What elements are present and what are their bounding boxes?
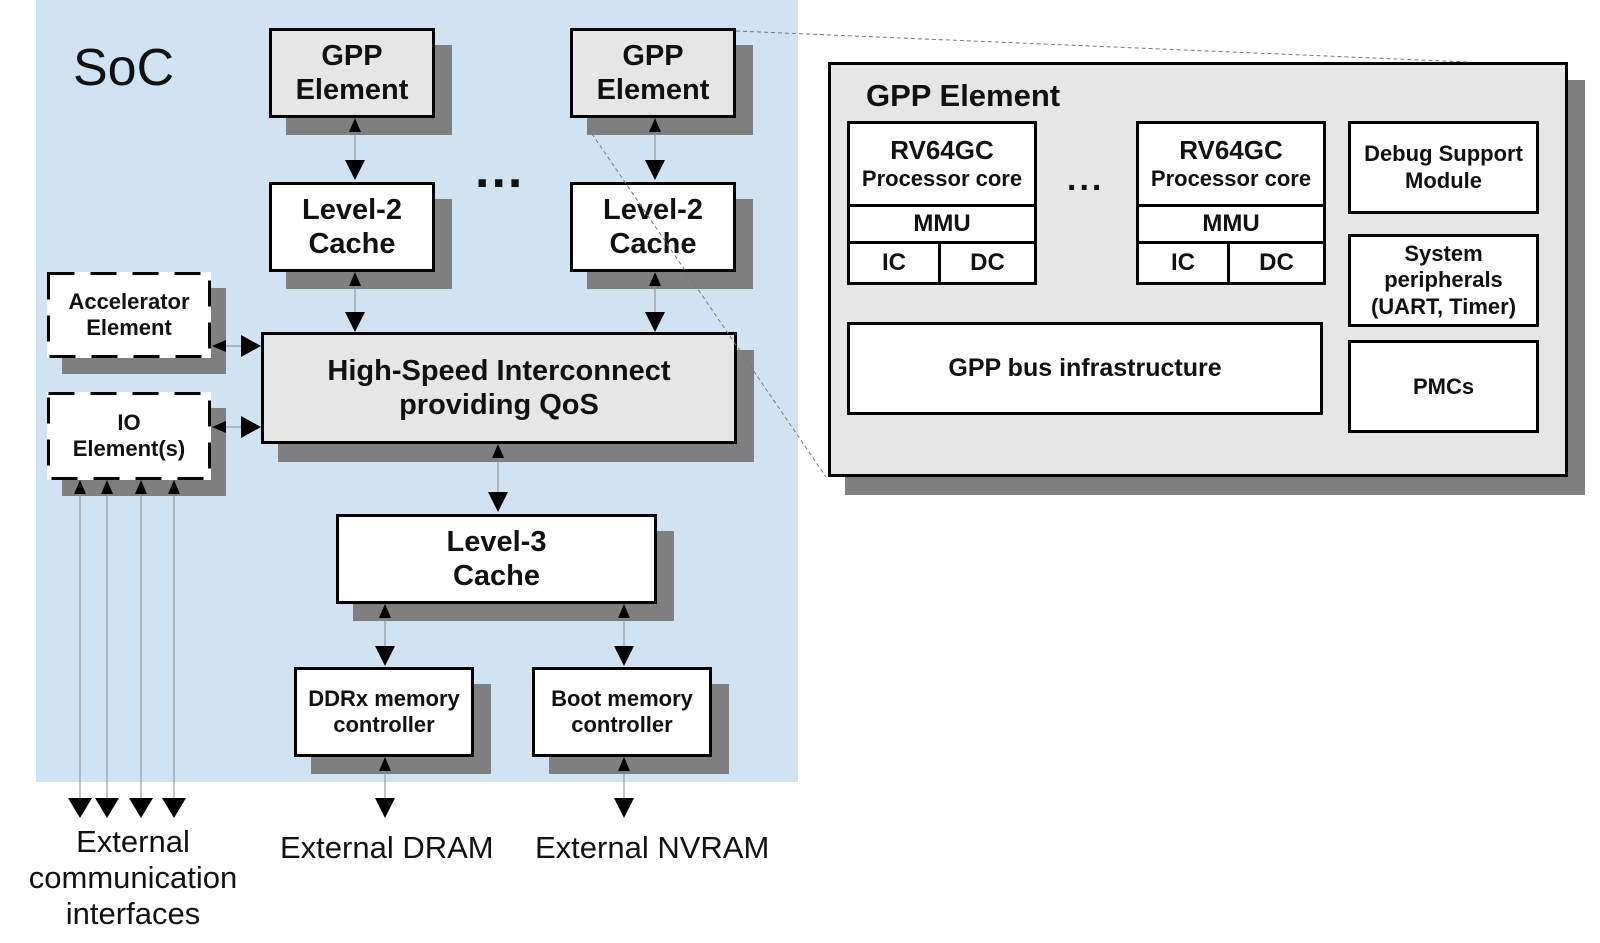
level2-cache-right: Level-2 Cache: [570, 182, 736, 272]
interconnect-label: High-Speed Interconnect providing QoS: [327, 354, 671, 421]
gpp-element-left: GPP Element: [269, 28, 435, 118]
arrow-io-interconnect: [212, 416, 261, 438]
arrow-l2-interconnect-left: [345, 272, 365, 332]
core-left-dc: DC: [938, 241, 1037, 285]
arrow-l3-boot: [614, 604, 634, 666]
core-ellipsis: ...: [1067, 160, 1105, 198]
zoom-line-top: [735, 30, 1469, 63]
soc-title: SoC: [73, 39, 175, 97]
zoom-line-bottom: [587, 127, 827, 478]
arrow-l3-ddr: [375, 604, 395, 666]
level2-cache-left: Level-2 Cache: [269, 182, 435, 272]
gpp-element-right: GPP Element: [570, 28, 736, 118]
pmcs: PMCs: [1348, 340, 1539, 433]
arrows-io-external: [68, 480, 186, 818]
core-right-dc: DC: [1227, 241, 1326, 285]
core-left: RV64GC Processor core: [847, 121, 1037, 207]
gpp-detail-title: GPP Element: [866, 78, 1061, 113]
arrow-ddr-external: [375, 757, 395, 818]
accelerator-element: Accelerator Element: [47, 272, 211, 358]
io-element: IO Element(s): [47, 392, 211, 480]
ddrx-memory-controller: DDRx memory controller: [294, 667, 474, 757]
arrow-gpp-l2-right: [645, 118, 665, 180]
arrow-gpp-l2-left: [345, 118, 365, 180]
accelerator-element-label: Accelerator Element: [68, 289, 190, 340]
level2-cache-left-label: Level-2 Cache: [302, 193, 402, 260]
arrow-boot-external: [614, 757, 634, 818]
gpp-element-left-label: GPP Element: [295, 39, 409, 106]
gpp-ellipsis: ...: [475, 141, 525, 199]
gpp-element-right-label: GPP Element: [596, 39, 710, 106]
external-nvram-label: External NVRAM: [535, 830, 770, 865]
level3-cache: Level-3 Cache: [336, 514, 657, 604]
core-left-sub: Processor core: [861, 166, 1023, 192]
boot-memory-controller: Boot memory controller: [532, 667, 712, 757]
level2-cache-right-label: Level-2 Cache: [603, 193, 703, 260]
system-peripherals: System peripherals (UART, Timer): [1348, 234, 1539, 327]
core-left-name: RV64GC: [890, 135, 994, 166]
ddrx-controller-label: DDRx memory controller: [308, 686, 460, 737]
external-dram-label: External DRAM: [280, 830, 494, 865]
external-communication-label: External communication interfaces: [28, 824, 238, 931]
level3-cache-label: Level-3 Cache: [446, 525, 547, 592]
core-right-sub: Processor core: [1150, 166, 1312, 192]
high-speed-interconnect: High-Speed Interconnect providing QoS: [261, 332, 737, 444]
boot-controller-label: Boot memory controller: [551, 686, 693, 737]
arrow-l2-interconnect-right: [645, 272, 665, 332]
io-element-label: IO Element(s): [72, 410, 186, 461]
gpp-bus-infrastructure: GPP bus infrastructure: [847, 322, 1323, 415]
arrow-accelerator-interconnect: [212, 335, 261, 357]
debug-support-module: Debug Support Module: [1348, 121, 1539, 214]
core-right-name: RV64GC: [1179, 135, 1283, 166]
arrow-interconnect-l3: [488, 444, 508, 512]
core-right-ic: IC: [1136, 241, 1230, 285]
